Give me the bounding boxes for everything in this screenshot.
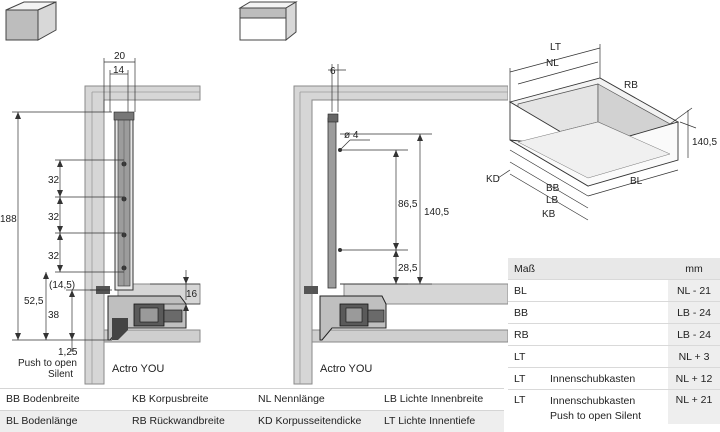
- dim-height-1-25: 1,25: [58, 347, 78, 358]
- table-cell-value: NL - 21: [668, 279, 720, 302]
- legend-row: BL Bodenlänge RB Rückwandbreite KD Korpu…: [0, 410, 504, 432]
- box-dimension-lines: [497, 44, 697, 221]
- abbreviation-legend: BB Bodenbreite KB Korpusbreite NL Nennlä…: [0, 388, 504, 432]
- table-cell-desc: [544, 279, 668, 302]
- dim-height-188: 188: [0, 214, 17, 225]
- table-cell-value: LB - 24: [668, 301, 720, 324]
- dim-height-32-b: 32: [48, 212, 60, 223]
- table-cell-symbol: BL: [508, 279, 544, 302]
- legend-item: BB Bodenbreite: [6, 393, 80, 405]
- legend-item: LT Lichte Innentiefe: [384, 415, 476, 427]
- table-cell-desc: Innenschubkasten: [544, 367, 668, 390]
- box-label-kb: KB: [542, 209, 556, 220]
- box-label-kd: KD: [486, 174, 500, 185]
- drawer-side-profile: [113, 111, 135, 291]
- dim-height-28-5: 28,5: [398, 263, 418, 274]
- middle-dimension-lines: [328, 64, 432, 285]
- legend-row: BB Bodenbreite KB Korpusbreite NL Nennlä…: [0, 388, 504, 410]
- drawer-outline-icon: [5, 1, 57, 41]
- left-dimension-lines: [12, 58, 200, 352]
- dim-width-20: 20: [114, 51, 126, 62]
- dim-height-52-5: 52,5: [24, 296, 44, 307]
- table-cell-symbol: BB: [508, 301, 544, 324]
- box-label-bb: BB: [546, 183, 560, 194]
- middle-arrowheads: [393, 134, 423, 284]
- table-row: LT Innenschubkasten NL + 12: [508, 367, 720, 390]
- table-cell-value: NL + 12: [668, 367, 720, 390]
- dim-height-38: 38: [48, 310, 60, 321]
- legend-item: KB Korpusbreite: [132, 393, 209, 405]
- drawer-box-drawing: [508, 77, 680, 187]
- table-header-mm: mm: [668, 258, 720, 280]
- table-row: LT Innenschubkasten Push to open Silent …: [508, 389, 720, 424]
- table-cell-symbol: LT: [508, 367, 544, 390]
- runner-mechanism-2: [304, 286, 387, 341]
- left-caption: Actro YOU: [112, 363, 164, 375]
- dim-width-6: 6: [330, 66, 336, 77]
- left-section-diagram: 20 14 188 32 32 32 (14,5) 52,5 38 16 1,2…: [0, 1, 201, 385]
- legend-item: LB Lichte Innenbreite: [384, 393, 484, 405]
- middle-caption: Actro YOU: [320, 363, 372, 375]
- table-cell-desc: [544, 345, 668, 368]
- box-label-lb: LB: [546, 195, 559, 206]
- table-header-blank: [544, 258, 668, 280]
- cabinet-bottom-2: [311, 329, 508, 343]
- left-arrowheads: [15, 112, 189, 340]
- table-row: BL NL - 21: [508, 279, 720, 302]
- table-cell-desc: [544, 301, 668, 324]
- table-cell-value: NL + 3: [668, 345, 720, 368]
- cabinet-side-panel-2: [293, 85, 508, 385]
- dim-height-32-a: 32: [48, 175, 60, 186]
- drawer-front-profile: [327, 113, 342, 289]
- dim-height-86-5: 86,5: [398, 199, 418, 210]
- middle-section-diagram: 6 ø 4 86,5 140,5 28,5 Actro YOU: [238, 1, 508, 385]
- dim-height-140-5: 140,5: [424, 207, 449, 218]
- dim-height-14-5: (14,5): [49, 280, 75, 291]
- box-label-lt: LT: [550, 42, 561, 53]
- table-row: BB LB - 24: [508, 301, 720, 324]
- box-label-rb: RB: [624, 80, 638, 91]
- dim-height-16: 16: [186, 289, 198, 300]
- table-header-row: Maß mm: [508, 258, 720, 280]
- box-label-140-5: 140,5: [692, 137, 717, 148]
- table-cell-symbol: LT: [508, 389, 544, 424]
- table-cell-symbol: LT: [508, 345, 544, 368]
- dim-diameter-4: ø 4: [344, 130, 359, 141]
- table-cell-desc: Innenschubkasten Push to open Silent: [544, 389, 668, 424]
- legend-item: RB Rückwandbreite: [132, 415, 225, 427]
- push-label-line2: Silent: [48, 369, 73, 380]
- dimension-formula-table: Maß mm BL NL - 21 BB LB - 24 RB LB - 24 …: [508, 258, 720, 424]
- legend-item: NL Nennlänge: [258, 393, 325, 405]
- dim-height-32-c: 32: [48, 251, 60, 262]
- table-cell-desc: [544, 323, 668, 346]
- box-label-bl: BL: [630, 176, 643, 187]
- table-row: LT NL + 3: [508, 345, 720, 368]
- cabinet-bottom: [103, 329, 201, 343]
- table-cell-value: NL + 21: [668, 389, 720, 424]
- legend-item: KD Korpusseitendicke: [258, 415, 362, 427]
- legend-item: BL Bodenlänge: [6, 415, 78, 427]
- drawer-box-isometric: LT NL RB 140,5 KD BB LB BL KB: [486, 42, 717, 221]
- dim-width-14: 14: [113, 65, 125, 76]
- table-row: RB LB - 24: [508, 323, 720, 346]
- push-label-line1: Push to open: [18, 358, 77, 369]
- drawer-outline-icon-2: [238, 1, 298, 42]
- table-cell-symbol: RB: [508, 323, 544, 346]
- table-cell-value: LB - 24: [668, 323, 720, 346]
- box-label-nl: NL: [546, 58, 559, 69]
- runner-mechanism: [90, 286, 187, 341]
- table-header-mass: Maß: [508, 258, 544, 280]
